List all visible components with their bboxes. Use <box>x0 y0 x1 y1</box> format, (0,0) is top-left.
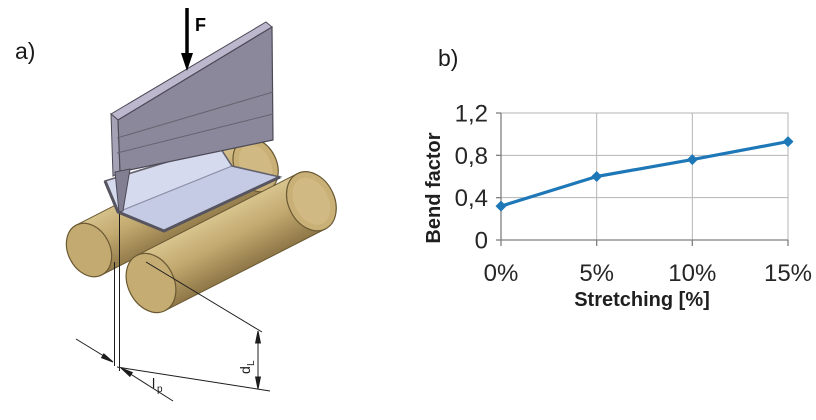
front-roller <box>125 171 337 314</box>
punch-seam-line-2 <box>116 113 274 154</box>
dl-extension-line-lower <box>116 366 271 392</box>
bent-sheet <box>103 145 283 233</box>
front-roller-end-face-inner <box>292 177 331 225</box>
punch-front-face <box>117 25 274 173</box>
data-point-marker <box>782 136 794 148</box>
dimension-annotations <box>75 214 271 402</box>
x-tick-label: 10% <box>668 260 716 287</box>
bend-factor-chart: b) 0 0,4 0,8 1,2 0% 5% 10% 15% Bend factor Stre… <box>423 45 812 311</box>
dl-extension-line-upper <box>145 261 263 333</box>
dl-arrowhead-bottom <box>254 376 262 390</box>
y-tick-label: 0,8 <box>455 143 488 170</box>
punch-seam-line-1 <box>116 91 274 139</box>
dl-label-sub: L <box>246 360 257 366</box>
force-label: F <box>195 15 206 35</box>
data-point-marker <box>686 154 698 166</box>
back-roller-front-face <box>65 222 113 278</box>
x-tick-label: 5% <box>579 260 614 287</box>
punch <box>110 21 274 213</box>
x-axis-title: Stretching [%] <box>574 289 710 311</box>
y-axis-title: Bend factor <box>423 132 445 243</box>
front-roller-front-face <box>125 252 177 314</box>
plot-border <box>500 112 789 241</box>
lp-label-sub: p <box>157 384 163 395</box>
force-arrow: F <box>181 8 206 71</box>
sheet-left-wing <box>105 146 232 212</box>
panel-b-label: b) <box>438 45 458 71</box>
lp-arrowhead-right <box>120 367 134 378</box>
lp-arrowhead-left <box>100 353 114 363</box>
lp-dim-label: l p <box>152 375 163 395</box>
dl-label-base: d <box>237 366 253 374</box>
sheet-crease-line <box>117 165 233 213</box>
dl-arrowhead-top <box>254 330 262 344</box>
dl-dim-label: d L <box>237 360 257 374</box>
bending-process-diagram: a) <box>15 8 337 402</box>
lp-label-base: l <box>152 375 155 391</box>
y-tick-label: 0 <box>475 228 488 255</box>
x-tick-label: 0% <box>484 260 519 287</box>
x-tick-label: 15% <box>764 260 812 287</box>
panel-a-label: a) <box>15 38 35 64</box>
sheet-thickness-edge <box>103 175 281 233</box>
chart-plot-area: 0 0,4 0,8 1,2 0% 5% 10% 15% <box>455 101 812 288</box>
punch-blade <box>114 168 131 213</box>
data-point-marker <box>495 200 507 212</box>
force-arrow-head <box>181 53 193 71</box>
y-tick-label: 0,4 <box>455 185 488 212</box>
y-tick-label: 1,2 <box>455 101 488 128</box>
sheet-right-wing <box>118 166 280 231</box>
data-line <box>500 140 789 208</box>
data-point-marker <box>591 171 603 182</box>
